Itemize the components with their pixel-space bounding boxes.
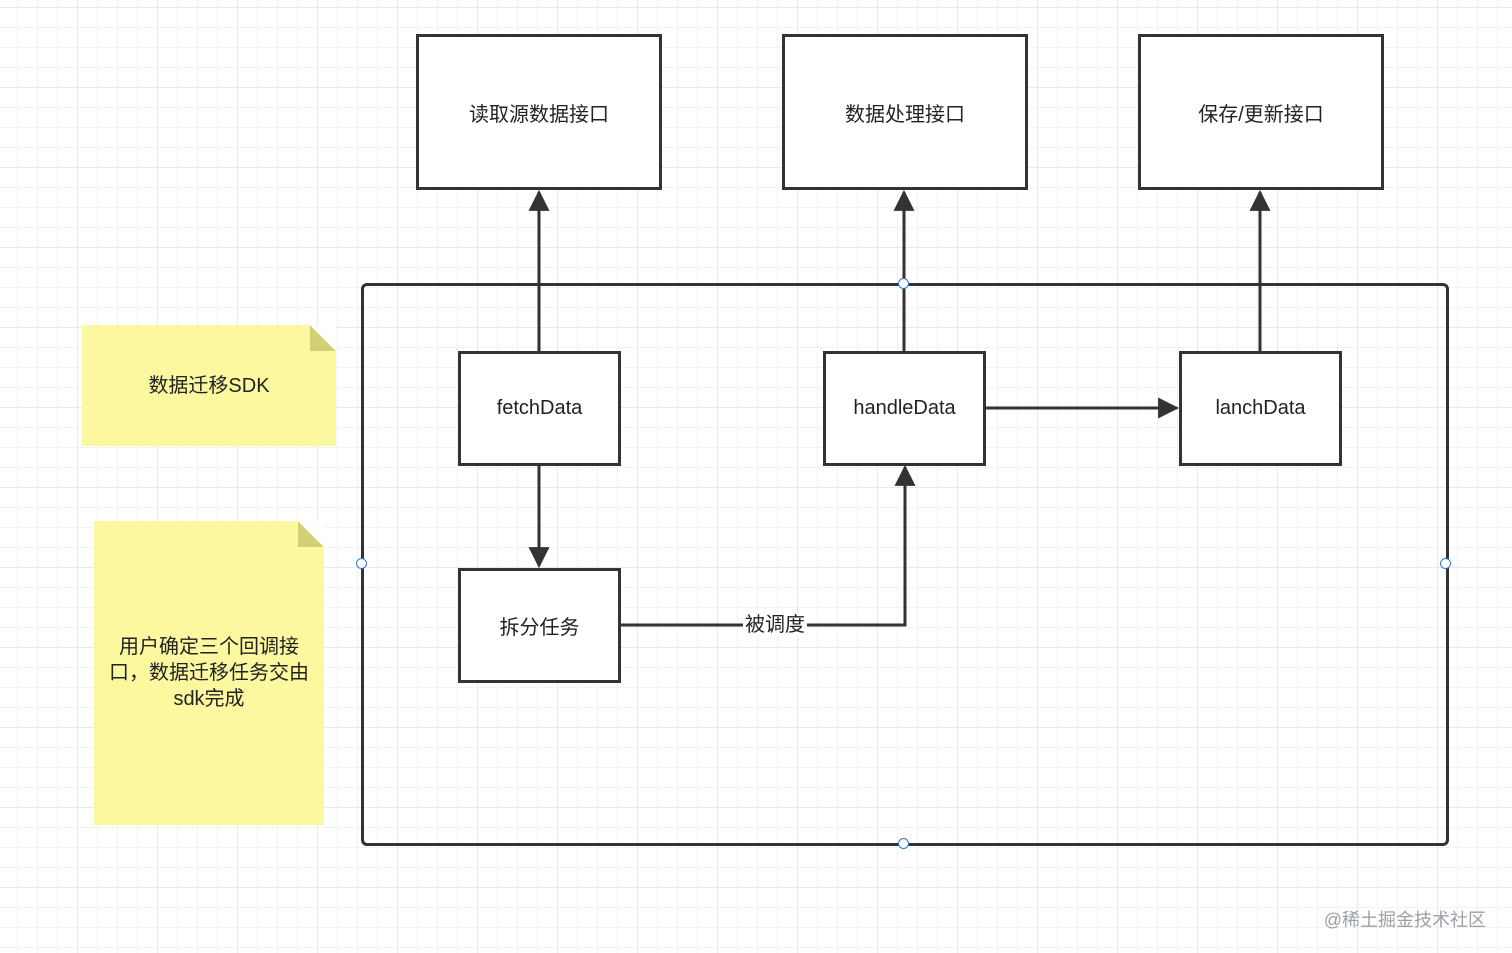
sdk-title-note-text: 数据迁移SDK: [148, 374, 270, 397]
handle-data-label: handleData: [853, 397, 956, 419]
split-task-label: 拆分任务: [499, 617, 580, 639]
save-update-interface-label: 保存/更新接口: [1198, 103, 1324, 126]
container-handle-left[interactable]: [356, 558, 367, 569]
container-handle-bottom[interactable]: [898, 838, 909, 849]
edge-split-to-handle: [620, 464, 916, 627]
note-fold-corner: [310, 325, 336, 351]
watermark-text: @稀土掘金技术社区: [1323, 910, 1486, 930]
handle-data-box[interactable]: handleData: [823, 351, 986, 466]
container-handle-top[interactable]: [898, 278, 909, 289]
fetch-data-box[interactable]: fetchData: [458, 351, 621, 466]
read-source-interface-label: 读取源数据接口: [469, 103, 609, 126]
scheduled-edge-label: 被调度: [743, 613, 807, 637]
note-fold-corner: [298, 521, 324, 547]
fetch-data-label: fetchData: [496, 397, 583, 419]
launch-data-box[interactable]: lanchData: [1179, 351, 1342, 466]
sdk-title-note[interactable]: 数据迁移SDK: [82, 325, 336, 446]
description-note[interactable]: 用户确定三个回调接口，数据迁移任务交由sdk完成: [94, 521, 324, 825]
save-update-interface-box[interactable]: 保存/更新接口: [1138, 34, 1384, 190]
read-source-interface-box[interactable]: 读取源数据接口: [416, 34, 662, 190]
description-note-text: 用户确定三个回调接口，数据迁移任务交由sdk完成: [109, 636, 309, 710]
data-process-interface-box[interactable]: 数据处理接口: [782, 34, 1028, 190]
data-process-interface-label: 数据处理接口: [845, 103, 965, 126]
container-handle-right[interactable]: [1440, 558, 1451, 569]
launch-data-label: lanchData: [1215, 397, 1306, 419]
split-task-box[interactable]: 拆分任务: [458, 568, 621, 683]
